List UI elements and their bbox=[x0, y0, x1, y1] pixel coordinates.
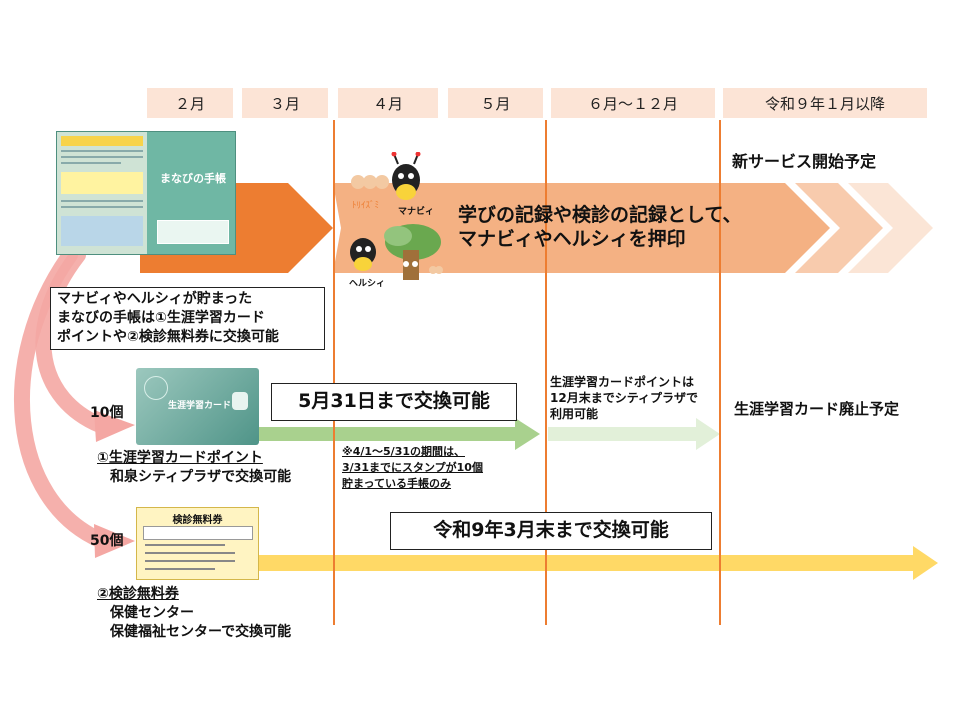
card-note-line1: ※4/1～5/31の期間は、 bbox=[342, 445, 465, 458]
booklet-back-cover bbox=[57, 132, 147, 254]
coupon-count: 50個 bbox=[90, 533, 124, 549]
card-deadline: 5月31日まで交換可能 bbox=[271, 383, 517, 421]
manabii-label: マナビィ bbox=[398, 207, 434, 217]
main-band-line2: マナビィやヘルシィを押印 bbox=[458, 228, 686, 250]
coupon-image-title: 検診無料券 bbox=[172, 515, 223, 526]
timeline-line-jan bbox=[719, 120, 721, 625]
month-header-apr: ４月 bbox=[338, 88, 438, 118]
curved-arrow-head-coupon bbox=[94, 524, 135, 558]
card-note-line3: 貯まっている手帳のみ bbox=[342, 477, 452, 490]
healthy-label: ヘルシィ bbox=[349, 279, 386, 289]
card-later-line1: 生涯学習カードポイントは bbox=[550, 375, 695, 389]
month-header-r9-jan: 令和９年１月以降 bbox=[723, 88, 927, 118]
curved-arrow-head-card bbox=[94, 410, 135, 442]
coupon-yellow-arrow-head bbox=[913, 546, 938, 580]
salmon-arrow-band bbox=[333, 183, 830, 273]
chevron-arrow-1 bbox=[795, 183, 883, 273]
card-note-line2: 3/31までにスタンプが10個 bbox=[342, 461, 483, 474]
card-title: ①生涯学習カードポイント bbox=[97, 450, 263, 466]
manabii-character: ﾄﾘｲｽﾞﾐ bbox=[351, 152, 421, 211]
coupon-place2: 保健福祉センターで交換可能 bbox=[110, 624, 292, 640]
month-header-may: ５月 bbox=[448, 88, 543, 118]
month-header-mar: ３月 bbox=[242, 88, 328, 118]
card-light-green-bar bbox=[548, 427, 696, 441]
card-light-green-arrow-head bbox=[696, 418, 720, 450]
exchange-note-line2: まなびの手帳は①生涯学習カード bbox=[57, 310, 265, 326]
timeline-line-apr bbox=[333, 120, 335, 625]
exchange-note-box: マナビィやヘルシィが貯まった まなびの手帳は①生涯学習カード ポイントや②検診無… bbox=[50, 287, 325, 350]
curved-arrow-to-coupon bbox=[14, 247, 108, 548]
booklet-title: まなびの手帳 bbox=[160, 172, 226, 185]
coupon-yellow-bar bbox=[258, 555, 913, 571]
booklet-image: まなびの手帳 bbox=[56, 131, 236, 255]
month-header-feb: ２月 bbox=[147, 88, 233, 118]
exchange-note-line1: マナビィやヘルシィが貯まった bbox=[57, 291, 253, 307]
card-green-bar bbox=[255, 427, 515, 441]
main-band-line1: 学びの記録や検診の記録として、 bbox=[458, 204, 742, 226]
card-note: ※4/1～5/31の期間は、 3/31までにスタンプが10個 貯まっている手帳の… bbox=[342, 444, 483, 492]
card-place: 和泉シティプラザで交換可能 bbox=[110, 469, 292, 485]
card-abolish-text: 生涯学習カード廃止予定 bbox=[734, 400, 900, 418]
month-header-jun-dec: ６月～１２月 bbox=[551, 88, 715, 118]
exchange-note-line3: ポイントや②検診無料券に交換可能 bbox=[57, 329, 279, 345]
learning-card-image-label: 生涯学習カード bbox=[168, 401, 232, 411]
card-later-line3: 利用可能 bbox=[550, 407, 599, 421]
card-later-line2: 12月末までシティプラザで bbox=[550, 391, 698, 405]
card-green-arrow-head bbox=[515, 418, 540, 450]
timeline-line-jun bbox=[545, 120, 547, 625]
chevron-arrow-2 bbox=[848, 183, 933, 273]
card-count: 10個 bbox=[90, 405, 124, 421]
learning-card-image: 生涯学習カード bbox=[136, 368, 259, 445]
main-band-text: 学びの記録や検診の記録として、 マナビィやヘルシィを押印 bbox=[458, 203, 741, 251]
card-later-note: 生涯学習カードポイントは 12月末までシティプラザで 利用可能 bbox=[550, 374, 698, 422]
new-service-text: 新サービス開始予定 bbox=[732, 152, 877, 171]
coupon-title: ②検診無料券 bbox=[97, 586, 179, 602]
coupon-deadline: 令和9年3月末まで交換可能 bbox=[390, 512, 712, 550]
coupon-place1: 保健センター bbox=[110, 605, 194, 621]
healthy-character bbox=[350, 224, 443, 280]
svg-text:ﾄﾘｲｽﾞﾐ: ﾄﾘｲｽﾞﾐ bbox=[352, 200, 379, 211]
coupon-image: 検診無料券 bbox=[136, 507, 259, 580]
